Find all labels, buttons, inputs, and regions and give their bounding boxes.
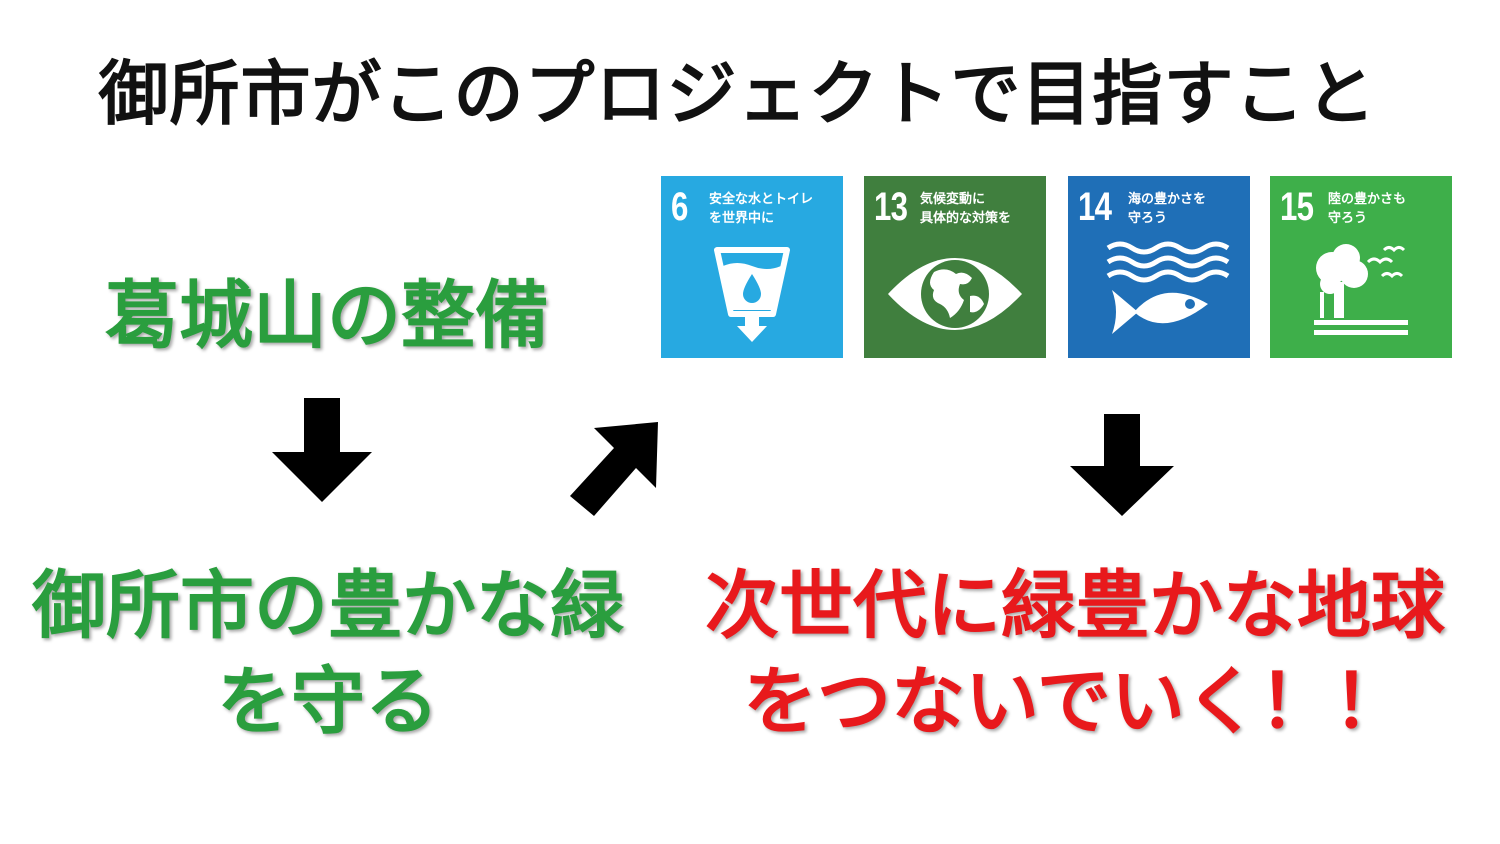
flow-middle-text: 御所市の豊かな緑 を守る	[18, 558, 638, 750]
sdg-goal-number: 6	[671, 185, 688, 229]
up-right-arrow-icon	[570, 422, 658, 516]
sdg-goal-label: 海の豊かさを 守ろう	[1128, 192, 1207, 226]
page-title: 御所市がこのプロジェクトで目指すこと	[98, 53, 1377, 135]
down-arrow-icon	[272, 398, 372, 502]
flow-middle-line-1: 御所市の豊かな緑	[32, 563, 624, 649]
water-cup-icon	[714, 247, 790, 342]
sdg-goal-number: 13	[874, 185, 908, 229]
sdg-goal-label: 気候変動に 具体的な対策を	[920, 192, 1012, 226]
down-arrow-icon	[1070, 414, 1174, 516]
flow-goal-line-1: 次世代に緑豊かな地球	[705, 563, 1445, 649]
flow-goal-line-2: をつないでいく！！	[743, 659, 1407, 745]
sdg-goal-number: 15	[1280, 185, 1314, 229]
tree-birds-icon	[1314, 244, 1408, 335]
flow-start-text: 葛城山の整備	[105, 273, 549, 359]
sdg-goal-6-tile: 6 安全な水とトイレ を世界中に	[661, 176, 843, 358]
sdg-goal-number: 14	[1078, 185, 1112, 229]
sdg-goal-label: 安全な水とトイレ を世界中に	[709, 192, 814, 226]
fish-waves-icon	[1106, 241, 1230, 334]
earth-eye-icon	[888, 258, 1022, 330]
sdg-goal-15-tile: 15 陸の豊かさも 守ろう	[1270, 176, 1452, 358]
sdg-goal-14-tile: 14 海の豊かさを 守ろう	[1068, 176, 1250, 358]
sdg-goal-label: 陸の豊かさも 守ろう	[1328, 192, 1407, 226]
flow-middle-line-2: を守る	[217, 659, 439, 745]
sdg-goal-13-tile: 13 気候変動に 具体的な対策を	[864, 176, 1046, 358]
flow-goal-text: 次世代に緑豊かな地球 をつないでいく！！	[690, 558, 1460, 750]
